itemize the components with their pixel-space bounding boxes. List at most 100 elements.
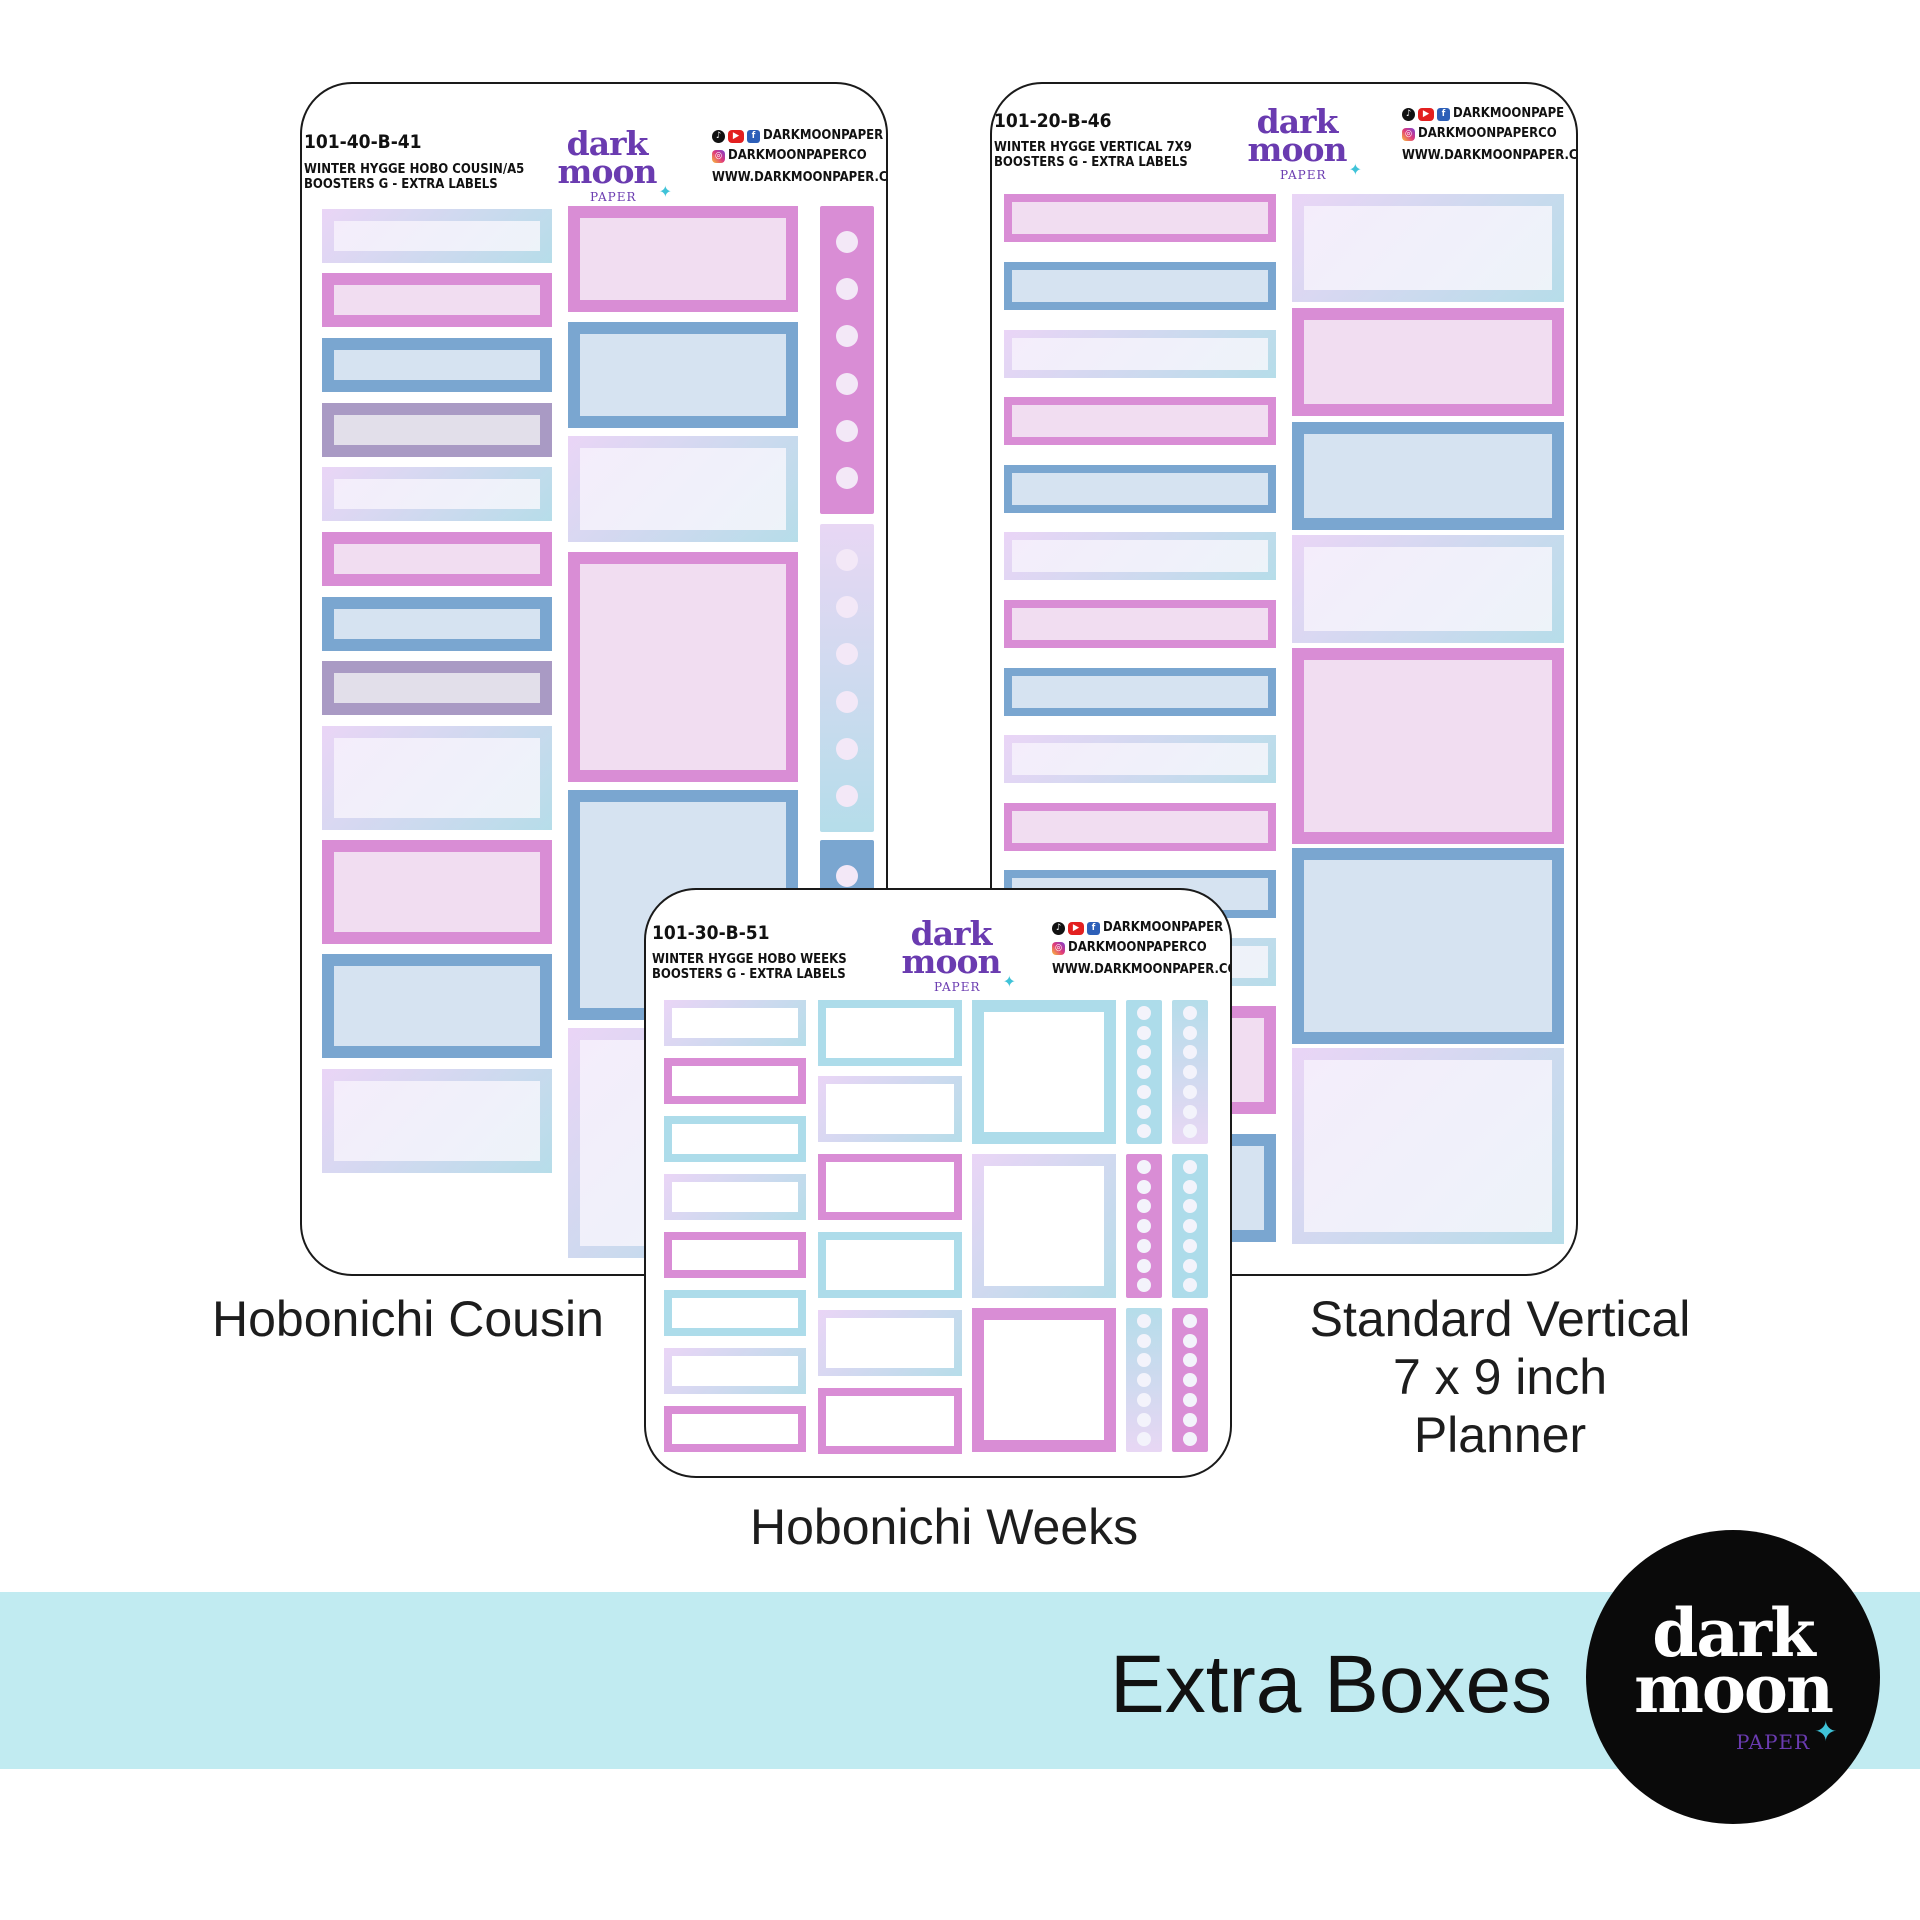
check-dot bbox=[1137, 1005, 1151, 1020]
sheet-subtitle: WINTER HYGGE VERTICAL 7X9 BOOSTERS G - E… bbox=[994, 140, 1192, 170]
logo-word-moon: moon bbox=[557, 152, 658, 191]
label-box bbox=[1292, 308, 1564, 416]
label-box bbox=[664, 1232, 806, 1278]
website-url: WWW.DARKMOONPAPER.COM bbox=[712, 170, 888, 185]
label-box bbox=[664, 1290, 806, 1336]
check-dot bbox=[1183, 1124, 1197, 1139]
label-box bbox=[664, 1406, 806, 1452]
check-dot bbox=[836, 231, 858, 254]
facebook-icon: f bbox=[1437, 107, 1450, 121]
label-box bbox=[664, 1000, 806, 1046]
check-dot bbox=[1137, 1258, 1151, 1273]
check-dot bbox=[836, 549, 858, 572]
check-dot bbox=[836, 466, 858, 489]
label-box bbox=[322, 726, 552, 830]
brand-logo: dark moon PAPER ✦ bbox=[886, 914, 1016, 1014]
check-dot bbox=[1137, 1333, 1151, 1348]
check-dot bbox=[836, 325, 858, 348]
facebook-icon: f bbox=[1087, 921, 1100, 935]
social-handle: DARKMOONPAPER bbox=[1103, 920, 1224, 935]
tiktok-icon: ♪ bbox=[712, 129, 725, 143]
check-dot bbox=[1137, 1278, 1151, 1293]
subtitle-line-1: WINTER HYGGE HOBO COUSIN/A5 bbox=[304, 162, 525, 177]
check-dot bbox=[1183, 1373, 1197, 1387]
tiktok-icon: ♪ bbox=[1052, 921, 1065, 935]
brand-badge-logo: dark moon PAPER ✦ bbox=[1586, 1530, 1880, 1824]
social-handle: DARKMOONPAPER bbox=[763, 128, 884, 143]
check-dot bbox=[1137, 1432, 1151, 1447]
youtube-icon: ▶ bbox=[1418, 107, 1434, 121]
check-dot bbox=[836, 690, 858, 713]
check-dot bbox=[1183, 1025, 1197, 1040]
label-box bbox=[568, 552, 798, 782]
checklist-strip bbox=[1126, 1154, 1162, 1298]
check-dot bbox=[1183, 1392, 1197, 1407]
check-dot bbox=[836, 278, 858, 301]
label-box bbox=[1292, 535, 1564, 643]
check-dot bbox=[1137, 1179, 1151, 1194]
check-dot bbox=[1137, 1045, 1151, 1060]
check-dot bbox=[1137, 1159, 1151, 1174]
check-dot bbox=[1183, 1432, 1197, 1447]
check-dot bbox=[1183, 1313, 1197, 1328]
label-box bbox=[322, 532, 552, 586]
label-box bbox=[818, 1076, 962, 1142]
label-box bbox=[818, 1232, 962, 1298]
logo-word-moon: moon bbox=[901, 942, 1002, 981]
check-dot bbox=[1183, 1333, 1197, 1348]
subtitle-line-1: WINTER HYGGE VERTICAL 7X9 bbox=[994, 140, 1192, 155]
website-url: WWW.DARKMOONPAPER.COM bbox=[1052, 962, 1232, 977]
check-dot bbox=[1137, 1353, 1151, 1368]
sheet-sku: 101-30-B-51 bbox=[652, 922, 770, 944]
check-dot bbox=[836, 737, 858, 760]
instagram-handle: DARKMOONPAPERCO bbox=[728, 148, 867, 163]
checklist-strip bbox=[1172, 1154, 1208, 1298]
logo-word-dark: dark bbox=[910, 914, 993, 953]
logo-word-moon: moon bbox=[1247, 130, 1348, 169]
brand-logo: dark moon PAPER ✦ bbox=[542, 124, 672, 224]
check-dot bbox=[1183, 1353, 1197, 1368]
label-box bbox=[1004, 600, 1276, 648]
logo-word-paper: PAPER bbox=[590, 190, 637, 204]
label-box bbox=[1292, 648, 1564, 844]
label-box bbox=[1004, 668, 1276, 716]
instagram-icon: ◎ bbox=[1052, 941, 1065, 955]
sheet-sku: 101-20-B-46 bbox=[994, 110, 1112, 132]
label-box bbox=[972, 1154, 1116, 1298]
label-box bbox=[1292, 194, 1564, 302]
check-dot bbox=[1137, 1238, 1151, 1253]
label-box bbox=[664, 1058, 806, 1104]
label-box bbox=[322, 403, 552, 457]
label-box bbox=[568, 206, 798, 312]
logo-word-dark: dark bbox=[1256, 102, 1339, 141]
check-dot bbox=[1183, 1238, 1197, 1253]
check-dot bbox=[836, 784, 858, 807]
social-handle: DARKMOONPAPE bbox=[1453, 106, 1565, 121]
label-box bbox=[664, 1116, 806, 1162]
check-dot bbox=[1183, 1065, 1197, 1079]
check-dot bbox=[836, 643, 858, 666]
check-dot bbox=[1183, 1005, 1197, 1020]
label-box bbox=[1292, 848, 1564, 1044]
checklist-strip bbox=[1172, 1308, 1208, 1452]
check-dot bbox=[1183, 1084, 1197, 1099]
sparkle-icon: ✦ bbox=[1814, 1716, 1838, 1747]
caption-standard-vertical: Standard Vertical 7 x 9 inch Planner bbox=[1300, 1290, 1700, 1464]
check-dot bbox=[1137, 1219, 1151, 1233]
logo-word-paper: PAPER bbox=[1280, 168, 1327, 182]
facebook-icon: f bbox=[747, 129, 760, 143]
check-dot bbox=[1137, 1412, 1151, 1427]
youtube-icon: ▶ bbox=[728, 129, 744, 143]
badge-word-moon: moon bbox=[1634, 1650, 1834, 1728]
label-box bbox=[664, 1348, 806, 1394]
label-box bbox=[1004, 735, 1276, 783]
label-box bbox=[322, 597, 552, 651]
instagram-icon: ◎ bbox=[1402, 127, 1415, 141]
badge-word-dark: dark bbox=[1652, 1594, 1815, 1672]
checklist-strip bbox=[1126, 1308, 1162, 1452]
website-url: WWW.DARKMOONPAPER.COM bbox=[1402, 148, 1578, 163]
sheet-sku: 101-40-B-41 bbox=[304, 131, 422, 153]
label-box bbox=[818, 1388, 962, 1454]
